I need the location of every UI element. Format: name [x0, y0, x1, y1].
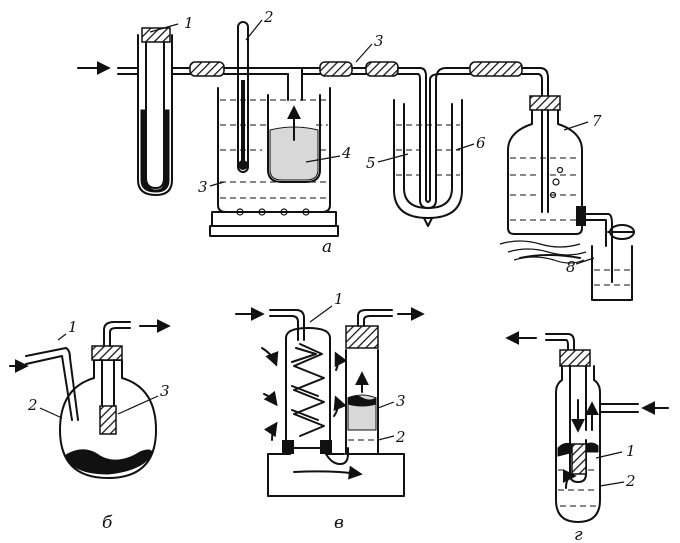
rubber-connector-1 [189, 61, 225, 77]
stopper-b [91, 345, 123, 361]
collection-beaker [591, 245, 633, 301]
sample-g [571, 443, 587, 475]
label-v-1: 1 [334, 290, 344, 308]
absorber-bottle [507, 95, 635, 247]
label-a-4: 4 [341, 144, 352, 162]
figure-v: 1 3 2 в [235, 290, 425, 533]
label-a-2: 2 [263, 8, 274, 26]
heater [209, 208, 339, 237]
caption-a: а [322, 237, 332, 257]
figure-g: 1 2 г [505, 331, 669, 543]
sample-b [99, 405, 117, 435]
label-a-1: 1 [184, 14, 194, 32]
figure-b: 1 2 3 б [9, 318, 171, 533]
label-b-1: 1 [68, 318, 78, 336]
label-g-2: 2 [625, 472, 636, 490]
label-a-5: 5 [366, 154, 376, 172]
label-a-9: 3 [374, 32, 384, 50]
label-g-1: 1 [626, 442, 636, 460]
rubber-connector-9 [319, 61, 353, 77]
cold-trap [393, 67, 471, 227]
label-b-2: 2 [27, 396, 38, 414]
reaction-vessel [267, 67, 321, 183]
caption-v: в [334, 513, 344, 533]
label-a-7: 7 [592, 112, 602, 130]
rubber-connector-2 [365, 61, 399, 77]
label-a-6: 6 [476, 134, 486, 152]
thermometer [237, 21, 249, 173]
stopper-v [345, 325, 379, 349]
stopper-g [559, 349, 591, 367]
label-a-8: 8 [566, 258, 576, 276]
label-v-3: 3 [396, 392, 406, 410]
caption-b: б [102, 513, 113, 533]
rubber-connector-3 [469, 61, 523, 77]
label-v-2: 2 [395, 428, 406, 446]
cooling-bath [499, 240, 587, 264]
label-b-3: 3 [160, 382, 170, 400]
label-a-3: 3 [198, 178, 208, 196]
u-tube-dryer [117, 27, 191, 196]
figure-a: 1 2 3 3 4 5 6 7 8 а [77, 8, 635, 301]
caption-g: г [574, 525, 583, 543]
